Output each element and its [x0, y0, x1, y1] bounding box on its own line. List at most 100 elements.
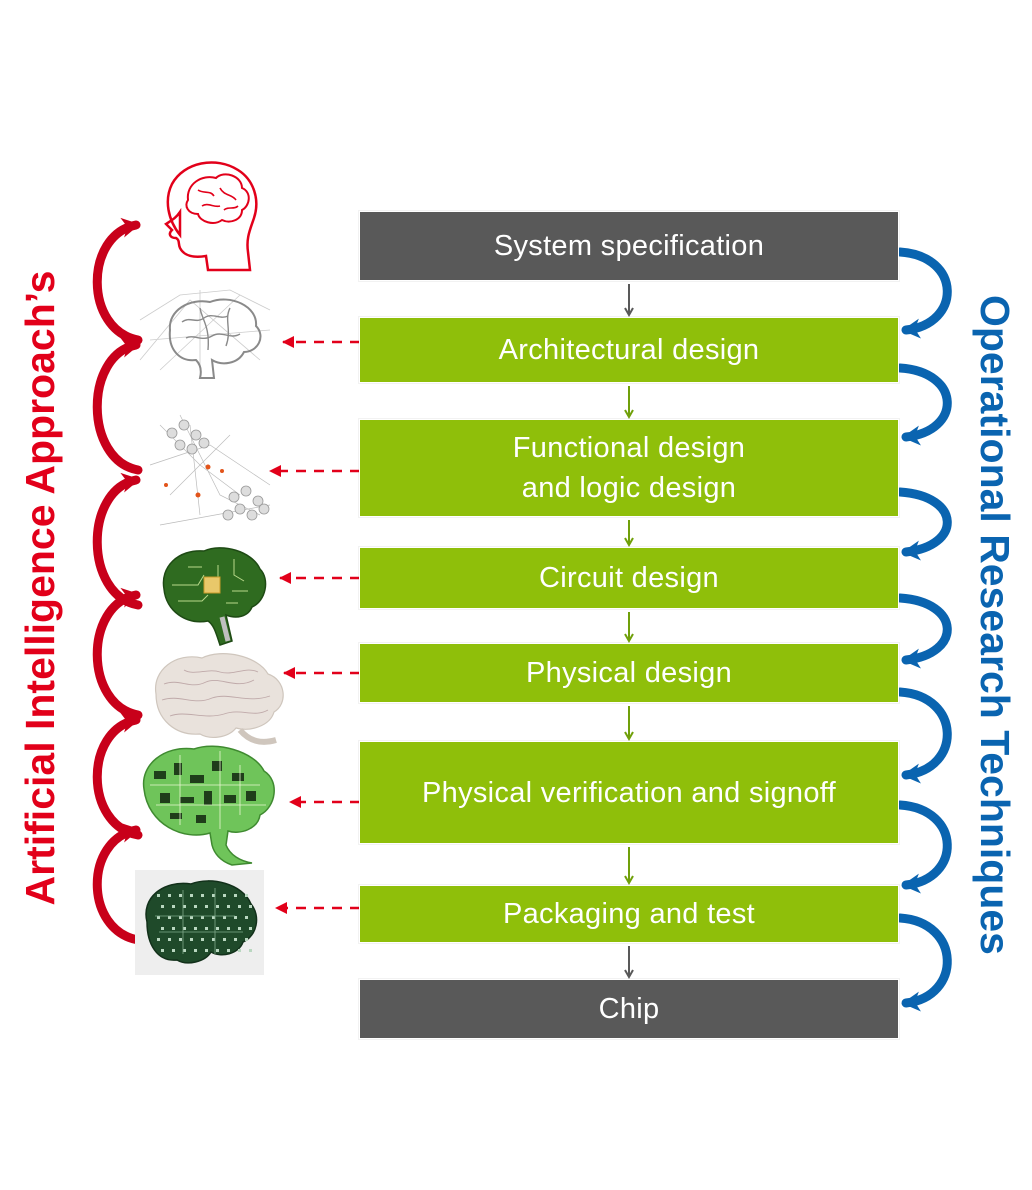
or-techniques-label: Operational Research Techniques — [972, 294, 1018, 955]
circuit-dot — [161, 905, 164, 908]
network-node — [228, 491, 240, 503]
ai-loop-arrows — [92, 217, 143, 945]
ai-loop-arrow — [92, 822, 143, 945]
circuit-dot — [161, 927, 164, 930]
circuit-dot — [168, 894, 171, 897]
or-loop-arrow — [895, 363, 952, 446]
circuit-dot — [238, 905, 241, 908]
step-functional-logic-design: Functional design and logic design — [359, 419, 899, 517]
circuit-dot — [183, 949, 186, 952]
circuit-dot — [168, 938, 171, 941]
circuit-dot — [157, 916, 160, 919]
circuit-dot — [190, 938, 193, 941]
network-node — [222, 509, 234, 521]
circuit-dot — [183, 927, 186, 930]
or-loop-arrow — [895, 913, 952, 1012]
circuit-dot — [190, 894, 193, 897]
circuit-dot — [249, 927, 252, 930]
or-loop-arrow — [895, 487, 952, 561]
circuit-dot — [172, 905, 175, 908]
circuit-dot — [223, 894, 226, 897]
network-node — [234, 503, 246, 515]
step-label: Chip — [598, 993, 660, 1025]
circuit-dot — [223, 938, 226, 941]
circuit-dot — [183, 905, 186, 908]
network-node — [178, 419, 190, 431]
or-loop-arrow — [895, 593, 952, 669]
or-loop-arrows — [895, 247, 952, 1012]
step-label: Architectural design — [498, 334, 760, 366]
circuit-dot — [212, 938, 215, 941]
network-node — [174, 439, 186, 451]
ai-loop-arrow — [92, 712, 143, 840]
step-packaging-test: Packaging and test — [359, 885, 899, 943]
step-label: System specification — [493, 230, 765, 262]
network-node — [190, 429, 202, 441]
circuit-dot — [205, 927, 208, 930]
circuit-dot — [172, 949, 175, 952]
circuit-dot — [168, 916, 171, 919]
mapping-arrows — [269, 336, 360, 914]
step-label: Functional design and logic design — [512, 432, 746, 504]
circuit-dot — [227, 927, 230, 930]
circuit-dot — [212, 894, 215, 897]
circuit-dot — [172, 927, 175, 930]
circuit-dot — [234, 916, 237, 919]
text-brain-icon — [155, 653, 284, 745]
circuit-dot — [201, 916, 204, 919]
step-label: Circuit design — [539, 562, 719, 594]
ai-loop-arrow — [92, 217, 143, 345]
network-node — [186, 443, 198, 455]
network-node — [258, 503, 270, 515]
or-loop-arrow — [895, 800, 952, 894]
circuit-dot — [245, 916, 248, 919]
circuit-dot — [205, 905, 208, 908]
circuit-dot — [205, 949, 208, 952]
dark-circuit-brain-icon — [135, 870, 264, 975]
circuit-dot — [161, 949, 164, 952]
head-brain-outline-icon — [164, 161, 258, 272]
green-circuit-brain-icon — [142, 745, 275, 866]
neural-network-graph-icon — [149, 414, 271, 526]
circuit-brain-icon — [162, 547, 267, 646]
circuit-dot — [234, 894, 237, 897]
step-architectural-design: Architectural design — [359, 317, 899, 383]
circuit-dot — [249, 905, 252, 908]
circuit-dot — [194, 905, 197, 908]
ai-loop-arrow — [92, 587, 143, 720]
step-chip: Chip — [359, 979, 899, 1039]
circuit-dot — [227, 949, 230, 952]
circuit-dot — [216, 949, 219, 952]
ai-approaches-label: Artificial Intelligence Approach’s — [17, 270, 63, 906]
network-node — [198, 437, 210, 449]
network-node — [240, 485, 252, 497]
network-node — [246, 509, 258, 521]
circuit-dot — [238, 949, 241, 952]
step-label: Physical design — [526, 657, 732, 689]
circuit-dot — [245, 938, 248, 941]
circuit-dot — [194, 949, 197, 952]
step-system-specification: System specification — [359, 211, 899, 281]
step-label: Packaging and test — [502, 898, 756, 930]
network-node — [166, 427, 178, 439]
circuit-dot — [179, 894, 182, 897]
circuit-dot — [190, 916, 193, 919]
circuit-dot — [212, 916, 215, 919]
circuit-dot — [227, 905, 230, 908]
circuit-dot — [201, 894, 204, 897]
circuit-dot — [179, 916, 182, 919]
circuit-dot — [194, 927, 197, 930]
ai-loop-arrow — [92, 337, 143, 475]
circuit-dot — [245, 894, 248, 897]
circuit-dot — [238, 927, 241, 930]
circuit-dot — [234, 938, 237, 941]
step-label: Physical verification and signoff — [422, 776, 836, 809]
step-physical-verification-signoff: Physical verification and signoff — [359, 741, 899, 844]
circuit-dot — [223, 916, 226, 919]
circuit-dot — [179, 938, 182, 941]
step-circuit-design: Circuit design — [359, 547, 899, 609]
circuit-dot — [157, 894, 160, 897]
network-node — [252, 495, 264, 507]
or-loop-arrow — [895, 687, 952, 784]
